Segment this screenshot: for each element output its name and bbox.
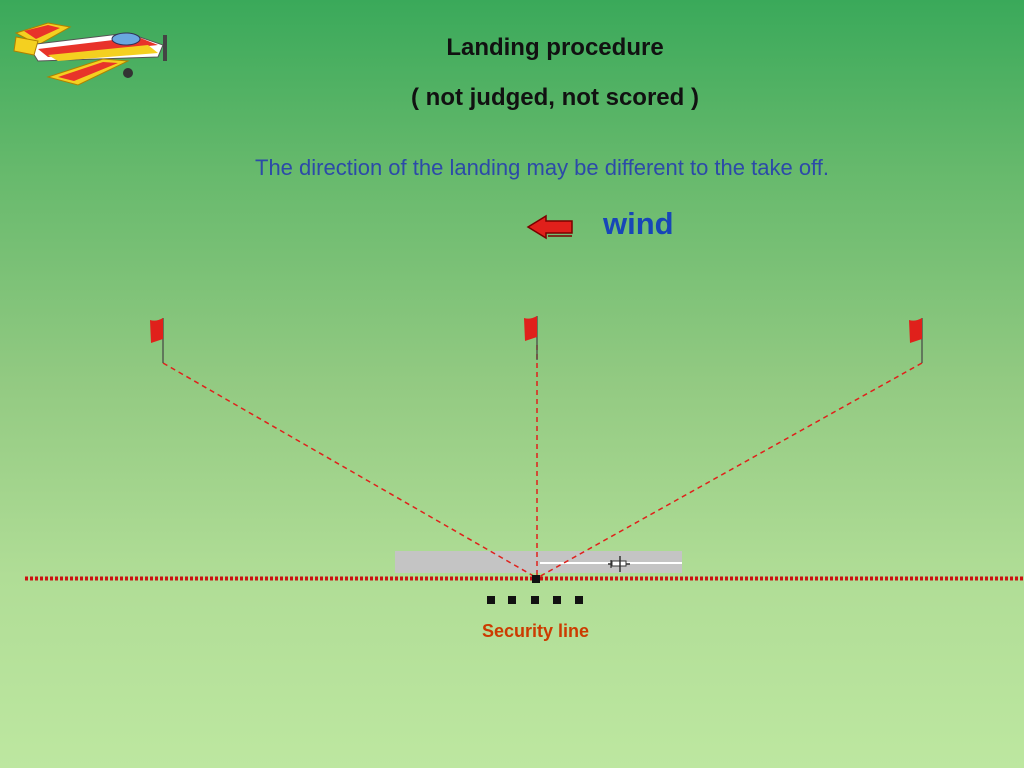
- page-subtitle: ( not judged, not scored ): [411, 84, 699, 111]
- security-line-label: Security line: [482, 621, 590, 641]
- wind-label: wind: [603, 206, 674, 241]
- aerobatic-plane-icon: [13, 22, 167, 86]
- page-title: Landing procedure: [446, 34, 664, 61]
- small-plane-icon: [608, 556, 630, 572]
- runway: [395, 551, 682, 573]
- center-point-marker: [532, 575, 540, 583]
- flag-icon: [524, 316, 538, 360]
- left-arrow-icon: [526, 214, 573, 240]
- flag-icon: [909, 318, 923, 363]
- dotted-marker-row: [487, 596, 583, 604]
- dashed-line-left: [162, 362, 538, 579]
- flag-icon: [150, 318, 164, 363]
- description-text: The direction of the landing may be diff…: [255, 155, 829, 180]
- dashed-line-right: [536, 362, 923, 579]
